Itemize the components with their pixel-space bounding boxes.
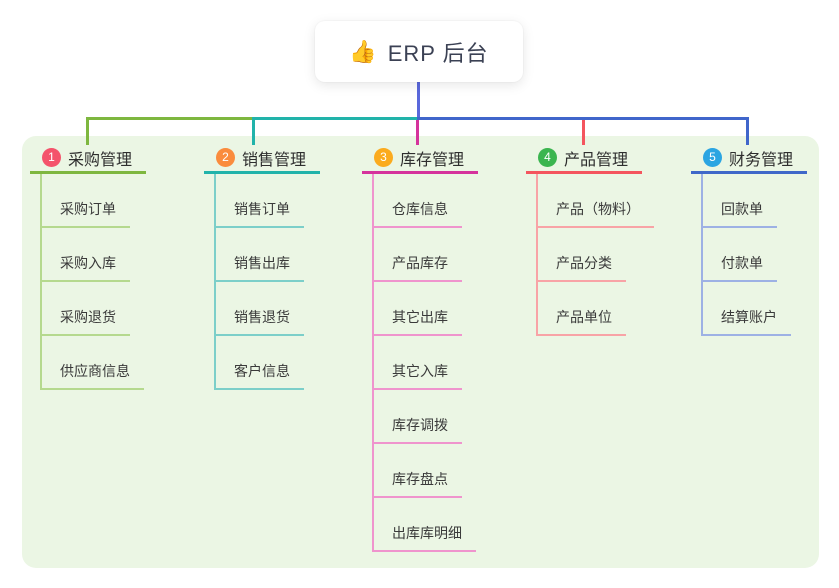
node-product-unit[interactable]: 产品单位 [538,282,626,336]
node-other-outbound[interactable]: 其它出库 [374,282,462,336]
connector-drop-branch-3 [416,120,419,145]
node-purchase-order[interactable]: 采购订单 [42,174,130,228]
connector-trunk-teal [253,117,419,120]
connector-root-drop [417,82,420,118]
node-supplier-info[interactable]: 供应商信息 [42,336,144,390]
badge-3: 3 [374,148,393,167]
connector-drop-branch-5 [746,117,749,145]
branch-label: 采购管理 [68,151,133,169]
connector-drop-branch-2 [252,117,255,145]
node-stock-transfer[interactable]: 库存调拨 [374,390,462,444]
branch-label: 产品管理 [564,151,629,169]
branch-label: 财务管理 [729,151,794,169]
connector-trunk-green [87,117,255,120]
branch-product: 4 产品管理 产品（物料） 产品分类 产品单位 [526,144,654,336]
node-other-inbound[interactable]: 其它入库 [374,336,462,390]
node-customer-info[interactable]: 客户信息 [216,336,304,390]
branch-children: 仓库信息 产品库存 其它出库 其它入库 库存调拨 库存盘点 出库库明细 [372,174,476,552]
badge-1: 1 [42,148,61,167]
node-sales-outbound[interactable]: 销售出库 [216,228,304,282]
branch-purchase: 1 采购管理 采购订单 采购入库 采购退货 供应商信息 [30,144,146,390]
node-purchase-return[interactable]: 采购退货 [42,282,130,336]
node-stock-count[interactable]: 库存盘点 [374,444,462,498]
connector-drop-branch-1 [86,117,89,145]
badge-4: 4 [538,148,557,167]
branch-title-product[interactable]: 4 产品管理 [526,144,642,174]
node-sales-order[interactable]: 销售订单 [216,174,304,228]
badge-2: 2 [216,148,235,167]
branch-children: 销售订单 销售出库 销售退货 客户信息 [214,174,304,390]
branch-title-sales[interactable]: 2 销售管理 [204,144,320,174]
root-node-erp[interactable]: 👍 ERP 后台 [315,21,523,82]
branch-children: 采购订单 采购入库 采购退货 供应商信息 [40,174,144,390]
branch-title-inventory[interactable]: 3 库存管理 [362,144,478,174]
node-purchase-inbound[interactable]: 采购入库 [42,228,130,282]
branch-label: 销售管理 [242,151,307,169]
connector-drop-branch-4 [582,120,585,145]
node-outbound-detail[interactable]: 出库库明细 [374,498,476,552]
branch-title-finance[interactable]: 5 财务管理 [691,144,807,174]
node-sales-return[interactable]: 销售退货 [216,282,304,336]
node-warehouse-info[interactable]: 仓库信息 [374,174,462,228]
branch-label: 库存管理 [400,151,465,169]
branch-children: 回款单 付款单 结算账户 [701,174,791,336]
thumbs-up-icon: 👍 [349,38,378,64]
branch-title-purchase[interactable]: 1 采购管理 [30,144,146,174]
branch-finance: 5 财务管理 回款单 付款单 结算账户 [691,144,807,336]
branch-sales: 2 销售管理 销售订单 销售出库 销售退货 客户信息 [204,144,320,390]
branch-children: 产品（物料） 产品分类 产品单位 [536,174,654,336]
connector-trunk-blue [417,117,749,120]
root-node-label: ERP 后台 [387,40,489,66]
node-product-category[interactable]: 产品分类 [538,228,626,282]
node-product-material[interactable]: 产品（物料） [538,174,654,228]
node-product-stock[interactable]: 产品库存 [374,228,462,282]
node-settlement-account[interactable]: 结算账户 [703,282,791,336]
node-receipt-order[interactable]: 回款单 [703,174,777,228]
branch-inventory: 3 库存管理 仓库信息 产品库存 其它出库 其它入库 库存调拨 库存盘点 出库库… [362,144,478,552]
badge-5: 5 [703,148,722,167]
node-payment-order[interactable]: 付款单 [703,228,777,282]
